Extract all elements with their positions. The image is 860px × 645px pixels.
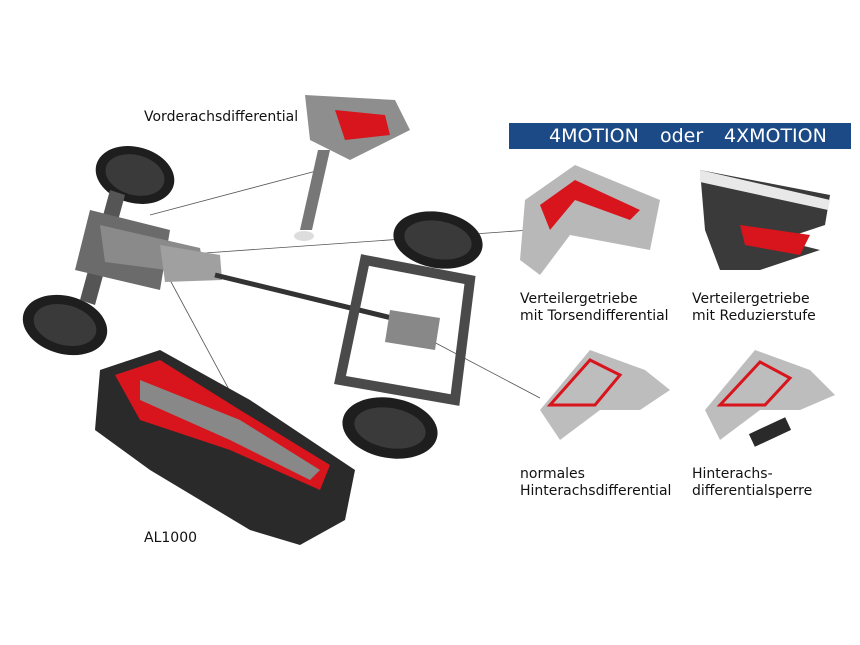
rear-differential-image	[540, 350, 670, 440]
front-axle	[22, 146, 205, 356]
al1000-gearbox	[95, 350, 355, 545]
transfer-case-torsen-image	[520, 165, 660, 275]
rear-differential-lock-image	[705, 350, 835, 447]
header-4xmotion: 4XMOTION	[724, 125, 827, 147]
header-oder: oder	[660, 125, 704, 147]
caption-rear-diff-lock: Hinterachs-differentialsperre	[692, 466, 813, 499]
propshaft	[214, 272, 401, 323]
header-4motion: 4MOTION	[549, 125, 639, 147]
transfer-case-reduction-image	[700, 170, 830, 270]
rear-axle	[334, 211, 483, 459]
front-differential	[294, 95, 410, 241]
mounted-gearbox	[160, 245, 222, 282]
panel-header: 4MOTION oder 4XMOTION	[509, 123, 851, 149]
gearbox-label: AL1000	[144, 530, 198, 546]
front-differential-label: Vorderachsdifferential	[144, 109, 299, 125]
